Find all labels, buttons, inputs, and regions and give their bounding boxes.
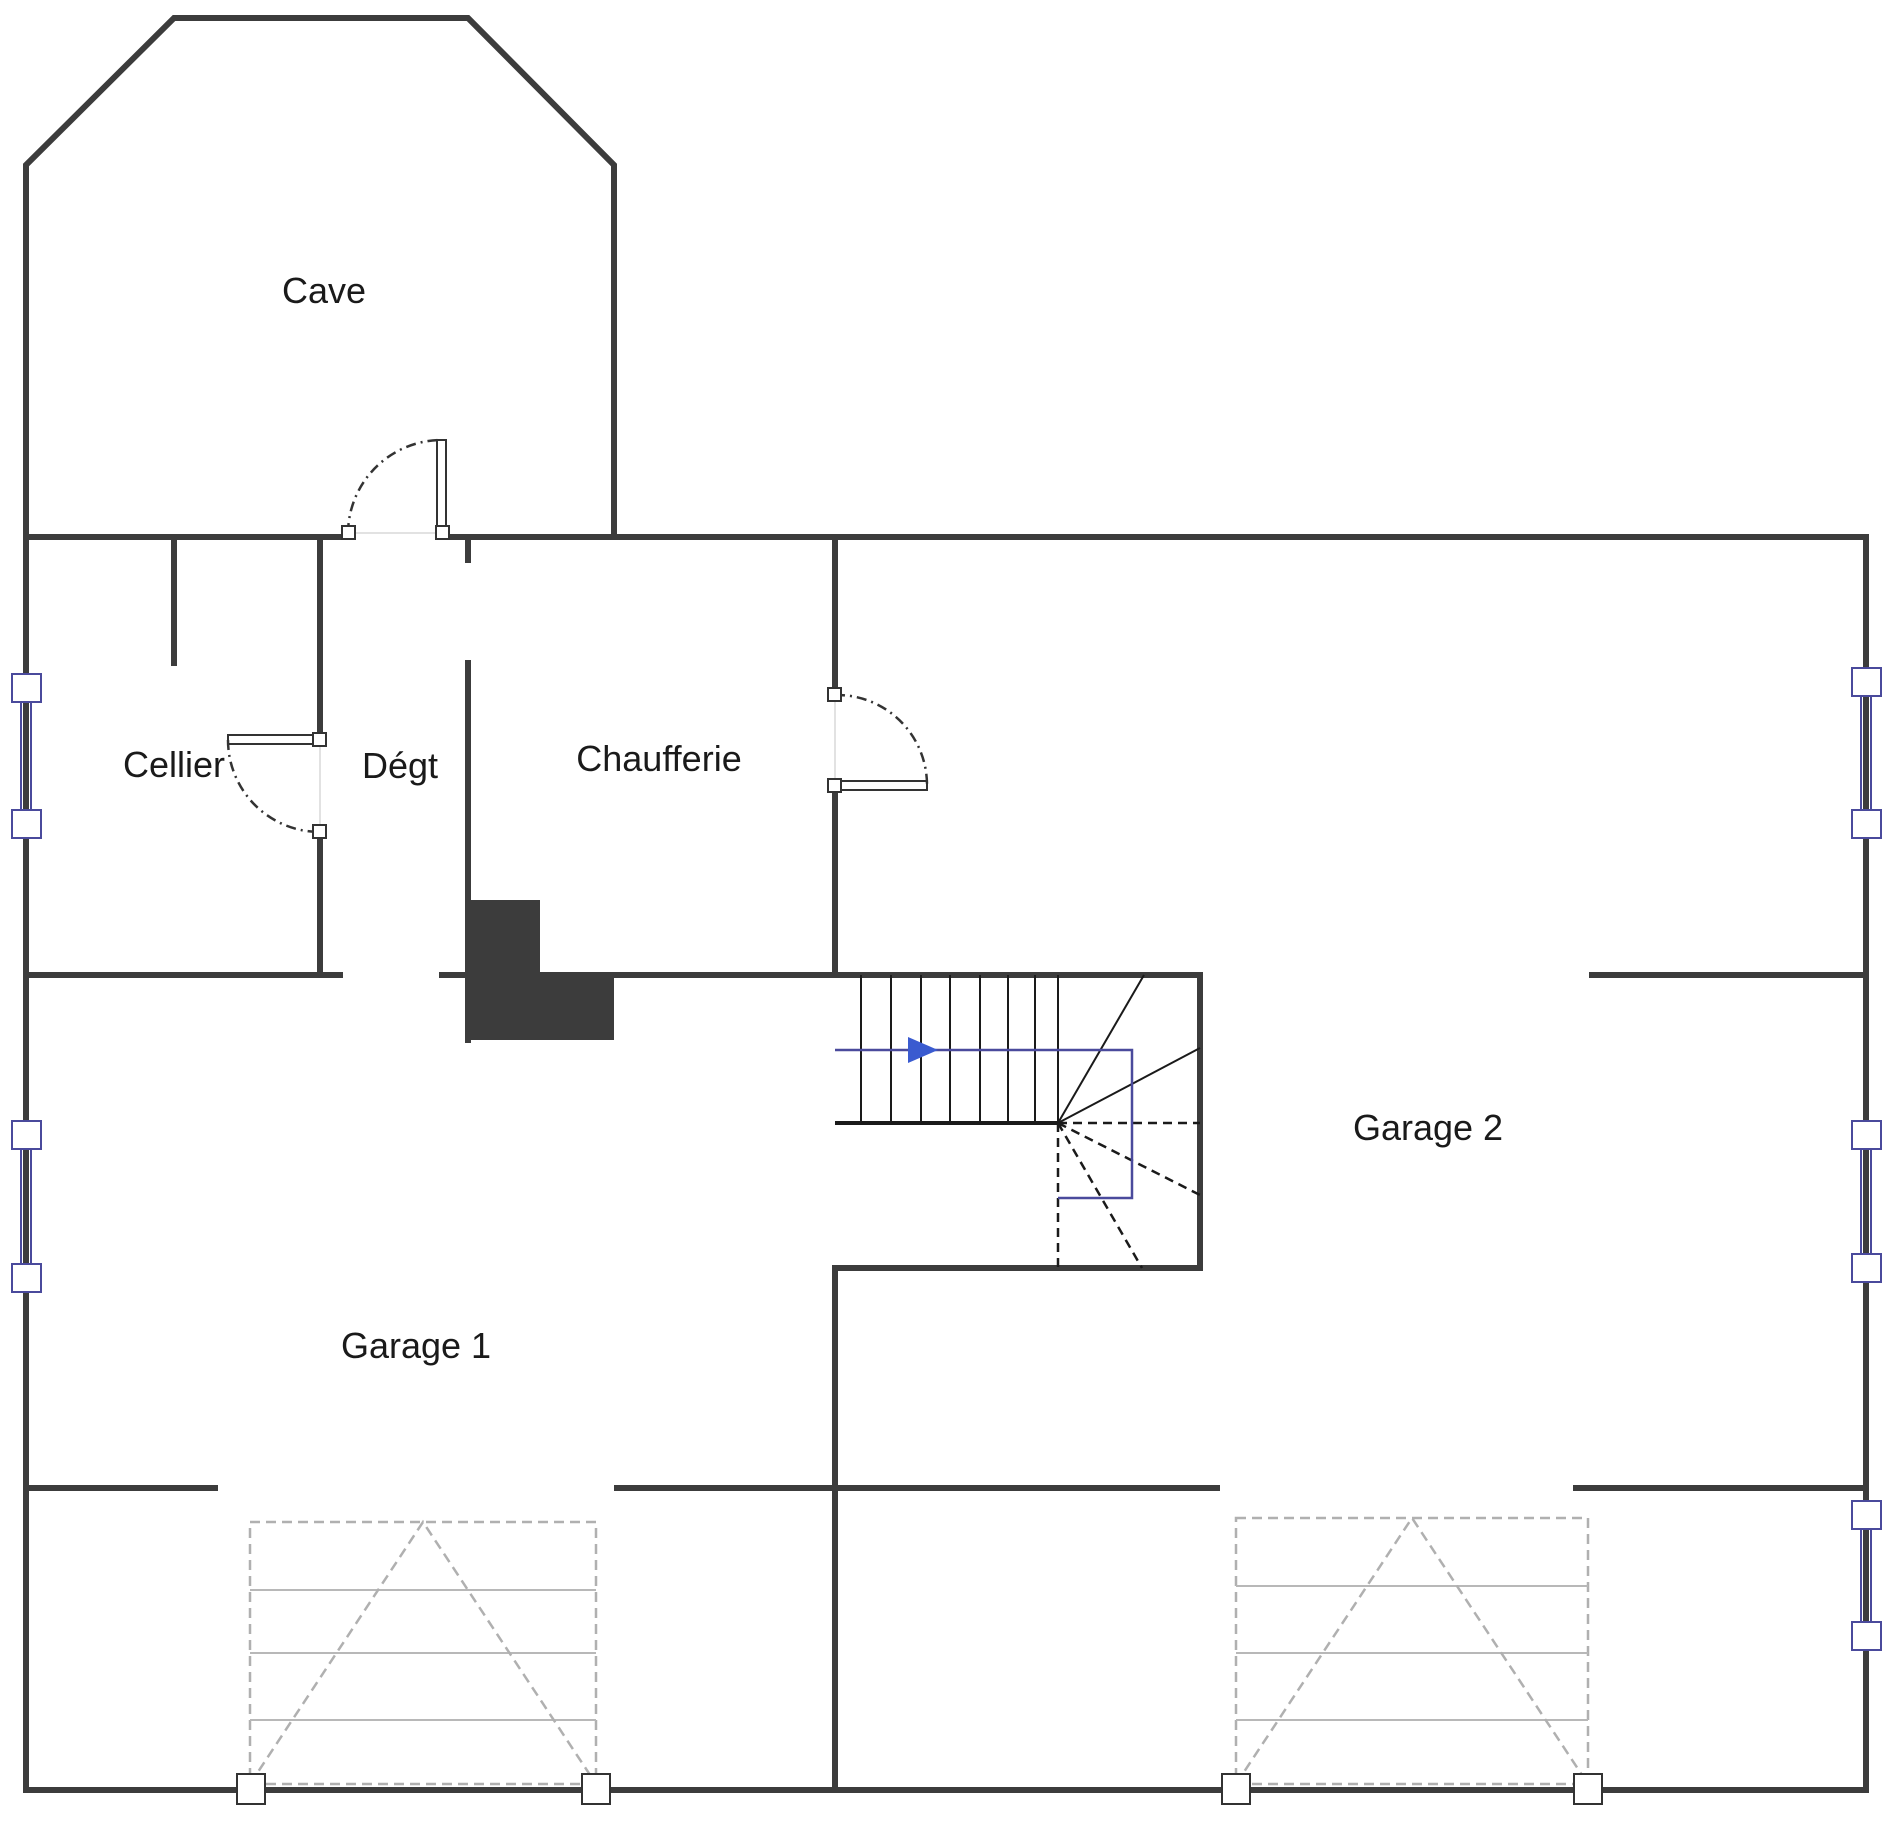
door-chaufferie xyxy=(827,687,929,793)
window-east-2 xyxy=(1851,1120,1882,1283)
staircase xyxy=(835,974,1201,1269)
garage-door-2 xyxy=(1221,1515,1603,1805)
doors xyxy=(226,438,929,839)
room-label-degt: Dégt xyxy=(362,745,438,786)
window-east-3 xyxy=(1851,1500,1882,1651)
window-west-garage1 xyxy=(11,1120,42,1293)
door-cellier xyxy=(226,732,327,839)
window-east-1 xyxy=(1851,667,1882,839)
room-labels: Cave Cellier Dégt Chaufferie Garage 1 Ga… xyxy=(123,270,1503,1366)
room-label-garage-1: Garage 1 xyxy=(341,1325,491,1366)
cave-wall xyxy=(23,15,617,540)
door-cave xyxy=(341,438,450,540)
room-label-garage-2: Garage 2 xyxy=(1353,1107,1503,1148)
chimney-block xyxy=(468,900,614,1040)
room-label-cave: Cave xyxy=(282,270,366,311)
garage-door-1 xyxy=(236,1519,611,1805)
window-west-cellier xyxy=(11,673,42,839)
stair-arrow-icon xyxy=(908,1037,938,1063)
room-label-cellier: Cellier xyxy=(123,744,225,785)
windows xyxy=(11,667,1882,1651)
stair-walking-line xyxy=(835,1048,1134,1200)
room-label-chaufferie: Chaufferie xyxy=(576,738,741,779)
walls xyxy=(23,15,1869,1793)
